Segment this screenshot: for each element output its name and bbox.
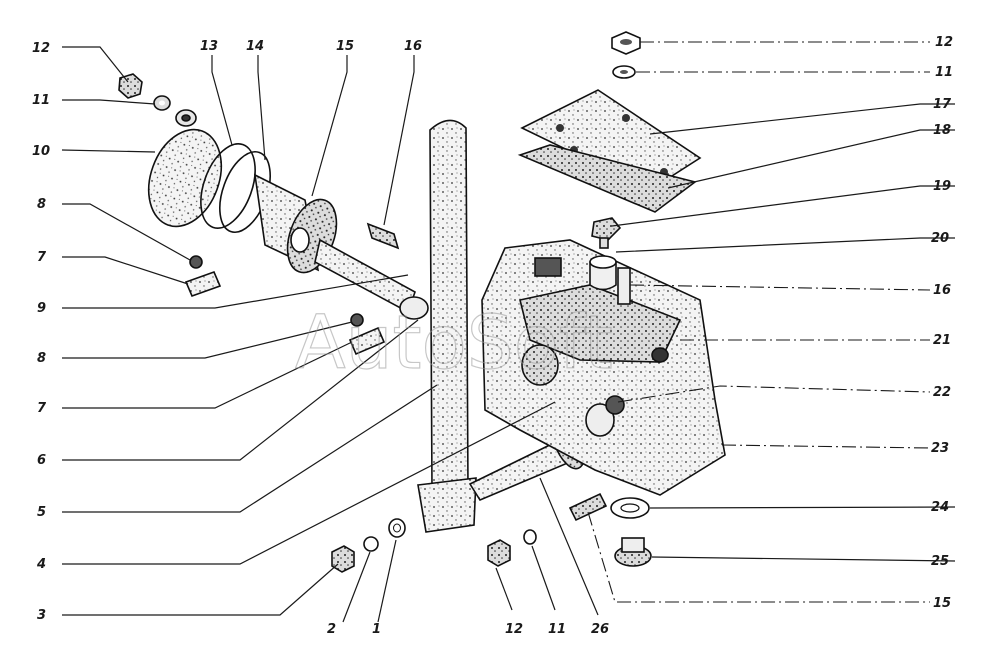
callout-label: 15 [933,596,951,611]
nut-part-12-bottom [487,539,511,567]
callout-label: 7 [37,250,47,265]
callout-label: 15 [336,39,354,54]
callout-label: 17 [933,97,952,112]
screw-part-16-housing [617,267,631,305]
callout-label: 2 [327,622,336,637]
callout-label: 11 [32,93,50,108]
callout-label: 7 [37,401,47,416]
washer-part-8-upper [189,255,203,269]
callout-label: 13 [200,39,218,54]
callout-label: 12 [505,622,523,637]
callout-label: 1 [372,622,381,637]
screw-part-15 [568,492,608,522]
callout-label: 9 [37,301,46,316]
callouts-left: 12 11 10 8 7 9 8 7 6 5 4 3 [32,41,50,623]
callout-label: 11 [935,65,953,80]
callout-label: 14 [246,39,264,54]
callout-label: 12 [935,35,953,50]
washer-part-1 [388,518,406,538]
callout-label: 10 [32,144,50,159]
washer-part-24 [610,497,650,519]
callout-label: 8 [37,197,46,212]
connecting-rod-part [314,238,429,320]
callout-label: 22 [933,385,951,400]
callout-label: 8 [37,351,46,366]
nut-part-12-right [611,31,641,55]
nut-part-3 [331,545,355,573]
callout-label: 20 [931,231,949,246]
callout-label: 16 [933,283,951,298]
callouts-right: 12 11 17 18 19 20 16 21 22 23 24 25 15 [931,35,953,611]
pin-part-7-upper [184,270,222,298]
callout-label: 18 [933,123,951,138]
sleeve-part [589,255,617,291]
plug-part-25 [614,537,652,567]
valve-part [591,217,622,249]
callout-label: 3 [37,608,46,623]
callouts-bottom: 2 1 12 11 26 [327,622,609,637]
leader-lines [61,41,956,623]
callout-label: 6 [37,453,46,468]
callout-label: 16 [404,39,422,54]
callout-label: 12 [32,41,50,56]
callout-label: 26 [591,622,609,637]
callout-label: 5 [37,505,46,520]
callout-label: 4 [36,557,46,572]
washer-part-2 [363,536,379,552]
pin-part-7-lower [348,326,386,356]
callouts-top: 13 14 15 16 [200,39,422,54]
washer-part-8-lower [350,313,364,327]
callout-label: 25 [931,554,949,569]
washer-part-11-left [153,95,171,111]
nut-part-12-left [118,73,143,99]
cylinder-cover-part [147,109,223,228]
callout-label: 19 [933,179,951,194]
watermark: AutoSoft [295,300,613,386]
callout-label: 23 [931,441,949,456]
valve-housing-part [481,239,726,496]
callout-label: 24 [931,500,949,515]
washer-part-11-bottom [523,529,537,545]
screw-part-16-top [366,222,400,250]
callout-label: 11 [548,622,566,637]
callout-label: 21 [933,333,951,348]
washer-part-11-right [612,65,636,79]
lever-part [417,119,477,533]
